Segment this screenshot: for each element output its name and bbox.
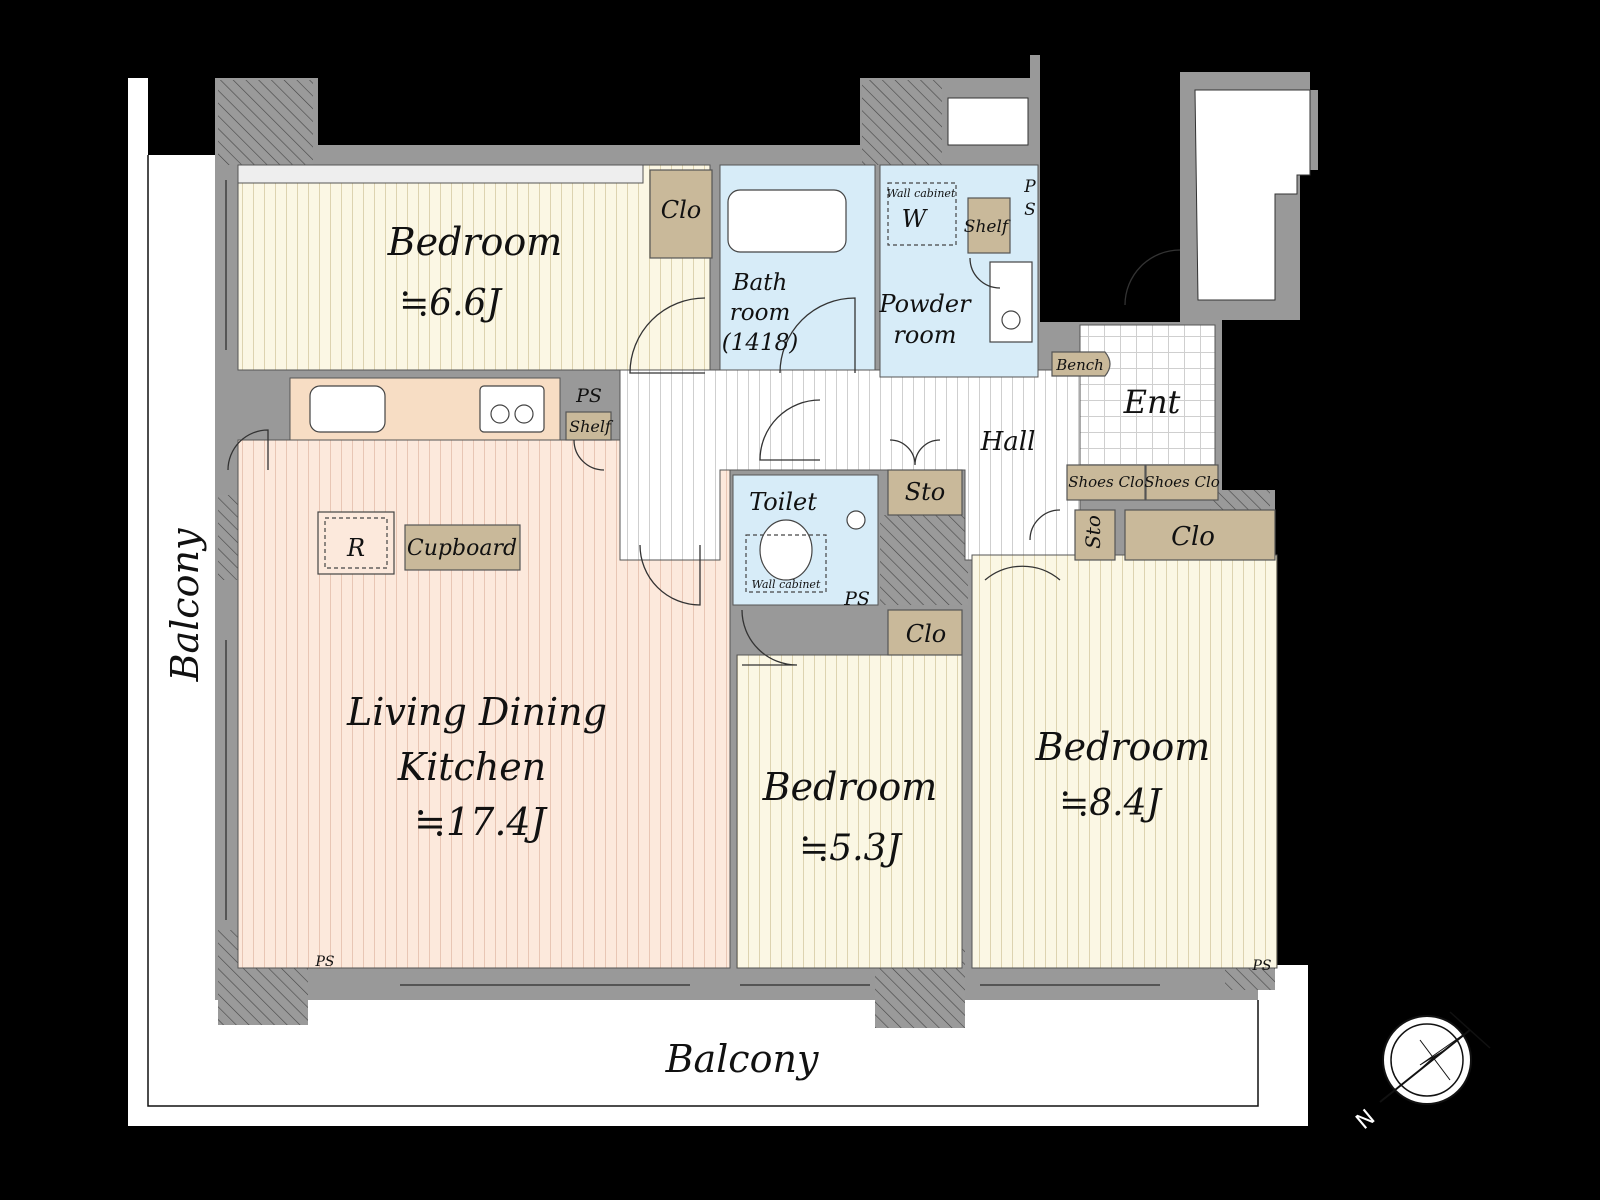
entrance-label: Ent	[1123, 383, 1181, 421]
exterior-void	[1194, 89, 1311, 301]
wall-cabinet-powder-label: Wall cabinet	[887, 187, 956, 200]
powder-room-line1: Powder	[878, 290, 972, 318]
balcony-west-label: Balcony	[163, 528, 207, 682]
bathtub-icon	[727, 189, 847, 253]
clo-e-label: Clo	[1171, 522, 1215, 552]
storage-units	[404, 169, 1276, 656]
sto-mid-label: Sto	[905, 478, 946, 506]
washbasin-icon	[1001, 310, 1021, 330]
shelf-powder-label: Shelf	[964, 217, 1011, 237]
bedroom-s-area: ≒5.3J	[799, 828, 903, 869]
bench-label: Bench	[1055, 356, 1104, 374]
balcony-south-label: Balcony	[665, 1037, 819, 1081]
ps-toilet-label: PS	[843, 588, 870, 610]
ps-powder-s-label: S	[1024, 200, 1036, 220]
hall-label: Hall	[980, 427, 1036, 457]
wall-cabinet-toilet-label: Wall cabinet	[752, 578, 821, 591]
compass-icon	[1379, 1011, 1491, 1105]
sto-e-label: Sto	[1081, 515, 1105, 549]
bedroom-nw-area: ≒6.6J	[399, 283, 503, 324]
ps-powder-p-label: P	[1023, 177, 1036, 197]
powder-room-line2: room	[893, 321, 956, 349]
washer-label: W	[902, 205, 929, 233]
shoes-clo-2-label: Shoes Clo	[1144, 473, 1220, 491]
ps-bedroom-label: PS	[1251, 958, 1271, 974]
bathroom-line1: Bath	[732, 270, 788, 296]
ldk-area: ≒17.4J	[414, 800, 547, 844]
compass-north-label: N	[1351, 1105, 1380, 1135]
shelf-kitchen-label: Shelf	[569, 417, 614, 436]
ldk-name-line1: Living Dining	[346, 690, 607, 734]
windows	[225, 180, 1160, 986]
toilet-bowl-icon	[759, 519, 813, 581]
toilet-label: Toilet	[749, 488, 817, 516]
bedroom-s-name: Bedroom	[762, 765, 938, 809]
refrigerator-label: R	[346, 534, 365, 562]
ldk-name-line2: Kitchen	[397, 745, 547, 789]
ps-kitchen-label: PS	[575, 385, 602, 407]
bedroom-se-name: Bedroom	[1035, 725, 1211, 769]
mechanical-space	[947, 97, 1029, 146]
sink-icon	[309, 385, 386, 433]
fixtures-drawing	[309, 182, 1033, 593]
cupboard-label: Cupboard	[407, 536, 517, 561]
bedroom-se-area: ≒8.4J	[1059, 783, 1163, 824]
stove-icon	[479, 385, 545, 433]
door-swings	[227, 249, 1181, 666]
clo-nw-label: Clo	[661, 196, 702, 224]
bathroom-line3: (1418)	[722, 330, 798, 356]
clo-mid-label: Clo	[906, 620, 947, 648]
bathroom-line2: room	[730, 300, 791, 326]
bedroom-nw-name: Bedroom	[387, 220, 563, 264]
shoes-clo-1-label: Shoes Clo	[1068, 473, 1144, 491]
ps-ldk-label: PS	[314, 954, 334, 970]
